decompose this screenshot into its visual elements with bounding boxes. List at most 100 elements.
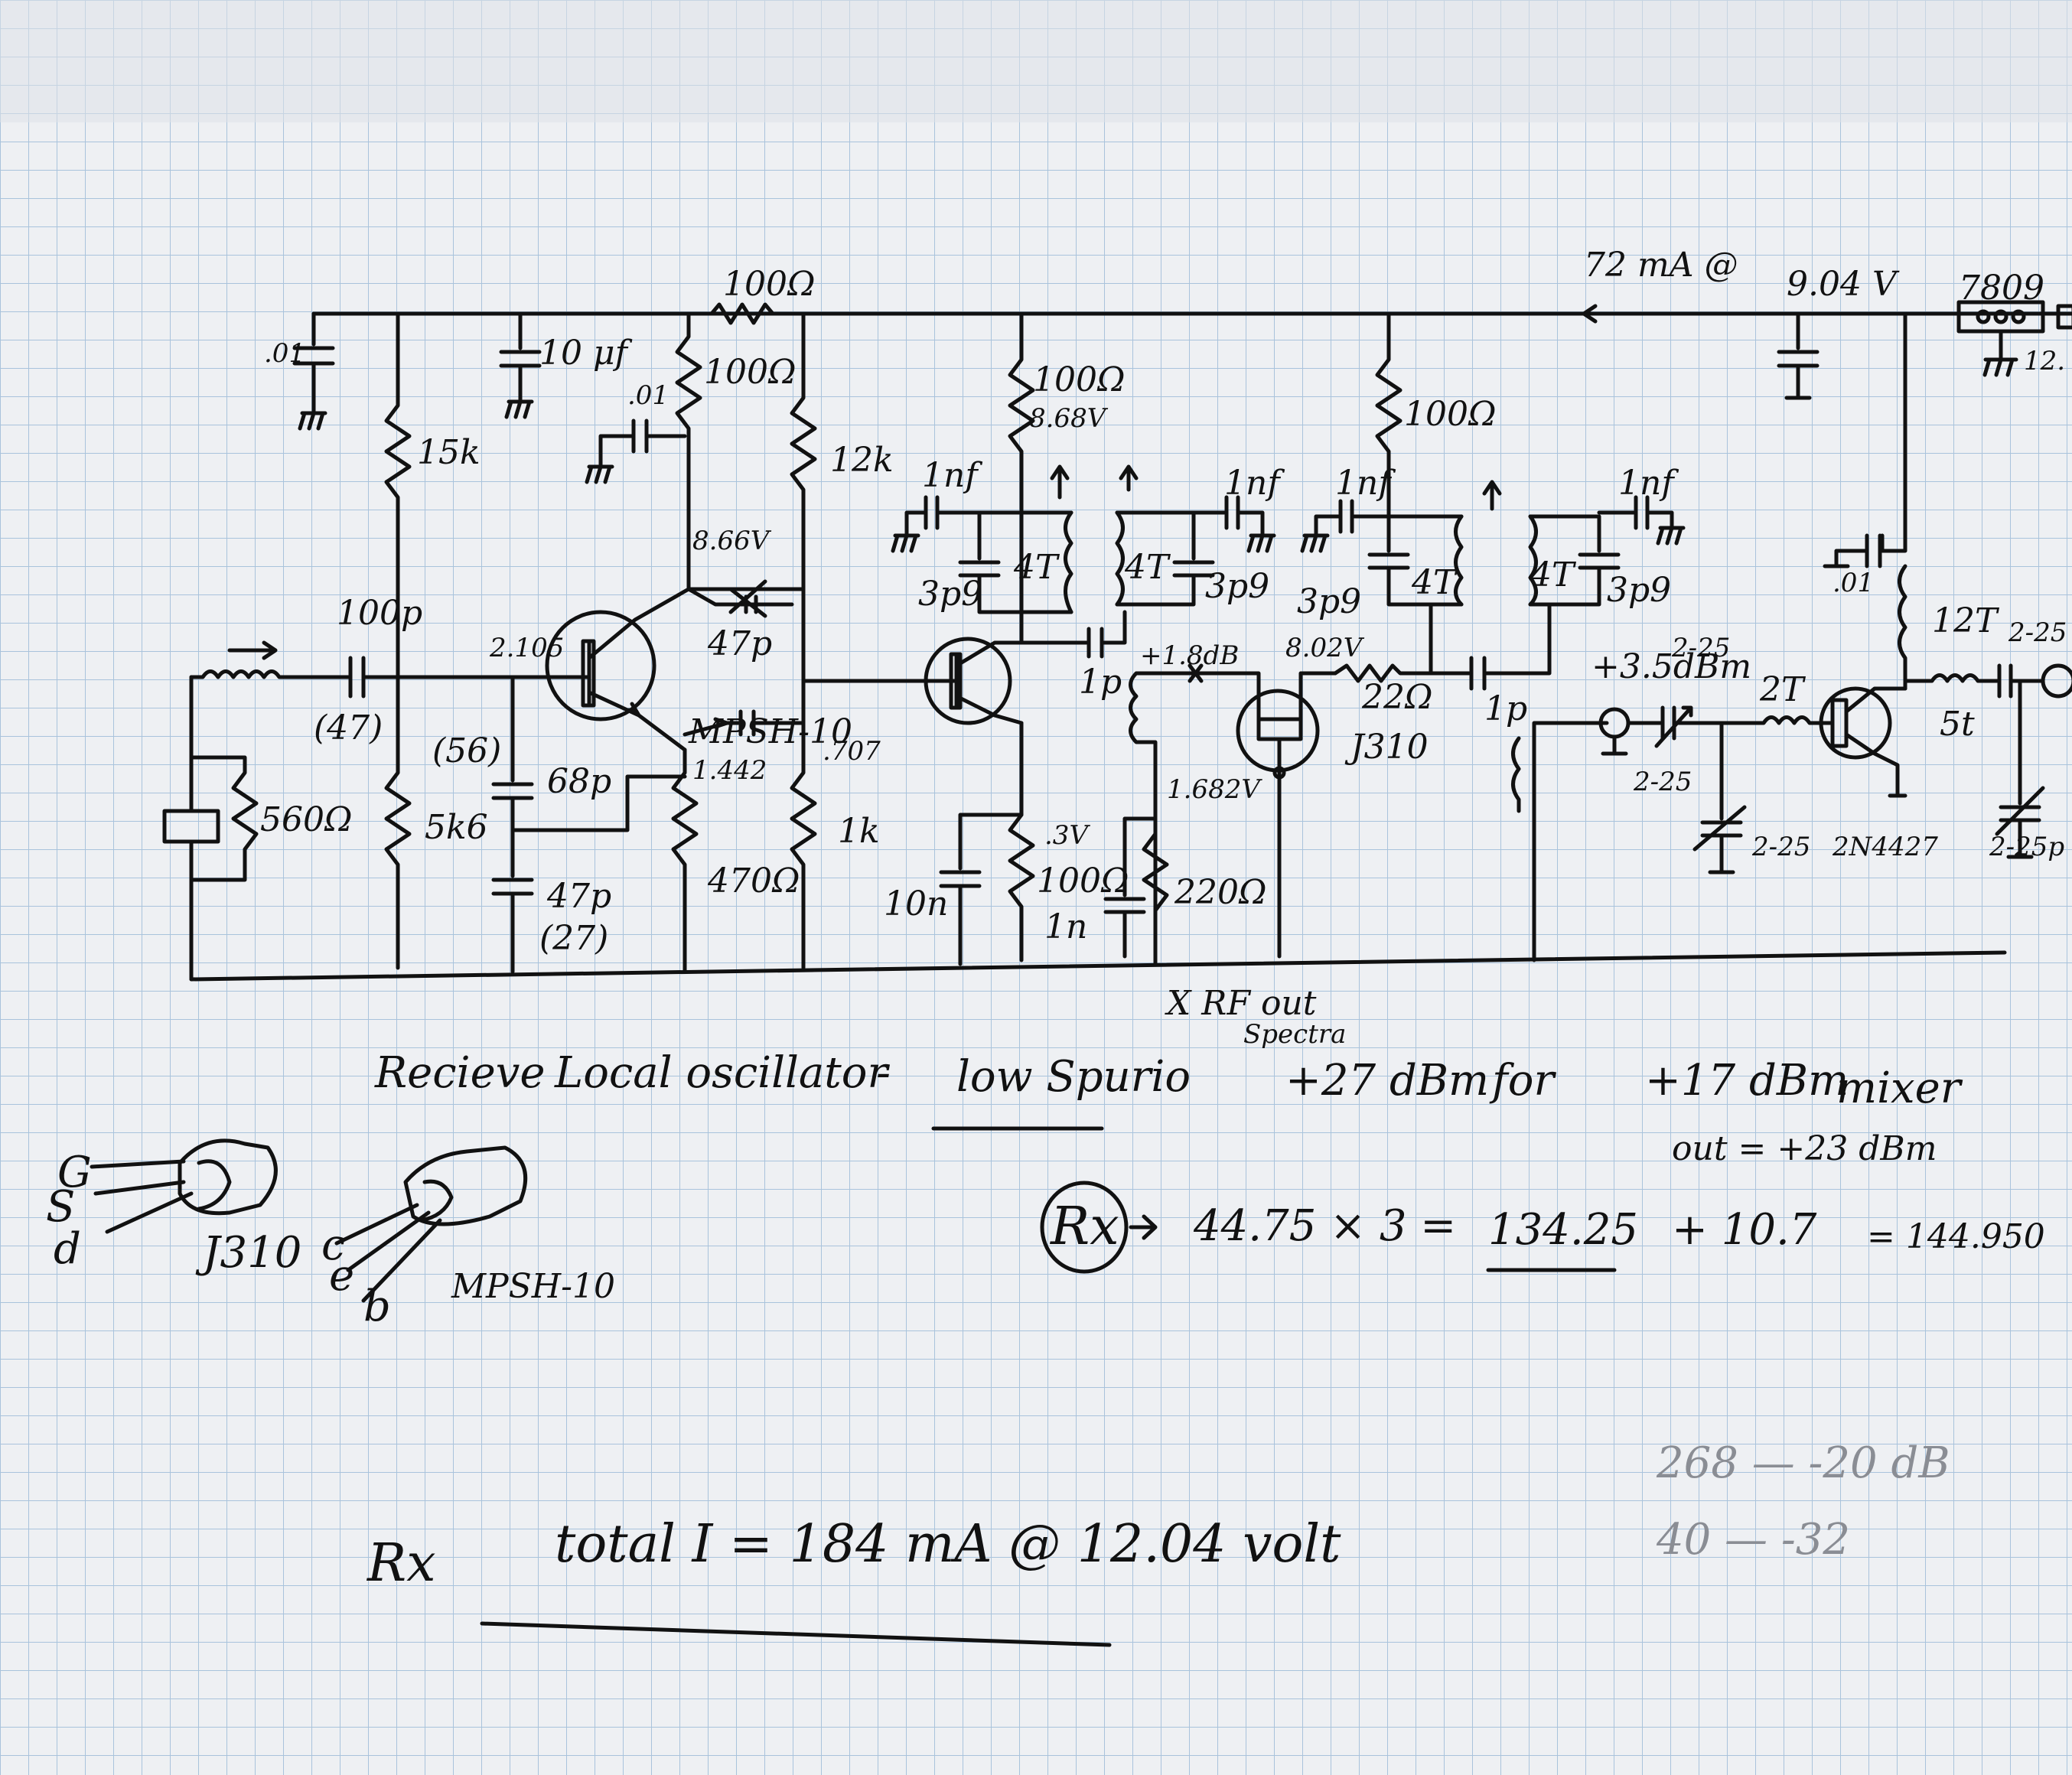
- label-coil-4t-a: 4T: [1014, 548, 1058, 587]
- page-top-edge: [0, 0, 2072, 122]
- label-r-100-feed: 100Ω: [723, 265, 816, 304]
- note-heading-6: for: [1492, 1056, 1555, 1106]
- pin-label-b: b: [363, 1282, 391, 1331]
- pin-label-d: d: [54, 1224, 81, 1274]
- schematic: [90, 300, 2072, 1647]
- buffer-transistor: [924, 510, 1073, 966]
- label-transistor-1: MPSH-10: [689, 712, 853, 751]
- label-cap-1n: 1n: [1044, 907, 1088, 946]
- note-heading-4: low Spurio: [956, 1052, 1191, 1102]
- note-rx-total-label: Rx: [367, 1533, 436, 1594]
- osc-transistor: [545, 587, 691, 752]
- label-regulator-input: 12.: [2024, 346, 2066, 376]
- tank-stage3: [1300, 480, 1502, 607]
- label-v-3v: .3V: [1044, 820, 1088, 851]
- label-v-emitter: 1.442: [692, 755, 767, 786]
- label-coil-4t-c: 4T: [1412, 563, 1456, 602]
- label-v-707: .707: [823, 736, 881, 767]
- label-cap-3p9-d: 3p9: [1607, 571, 1672, 610]
- coupling-cap-1p: [1069, 610, 1127, 659]
- label-cap-100p-alt: (47): [314, 708, 383, 747]
- label-cap-10uf: 10 μf: [539, 334, 627, 373]
- regulator-bypass: [1777, 311, 1820, 400]
- label-v-stage2: 8.68V: [1029, 403, 1106, 434]
- label-cap-001-c: .01: [1833, 568, 1875, 598]
- label-cap-47p-var: 47p: [708, 624, 773, 663]
- label-cap-1p-b: 1p: [1484, 689, 1528, 728]
- label-trim-225-c: 2-25: [2008, 617, 2067, 648]
- label-r-470: 470Ω: [708, 861, 800, 901]
- label-coil-12t: 12T: [1932, 601, 1998, 640]
- label-r-22: 22Ω: [1362, 678, 1433, 717]
- label-trim-225-b: 2-25: [1752, 832, 1811, 862]
- output-transistor: [1819, 686, 1907, 798]
- cap-001-mid: [585, 419, 687, 484]
- label-supply-voltage: 9.04 V: [1787, 265, 1897, 304]
- label-v-collector: 8.66V: [692, 526, 770, 556]
- pin-label-bjt-name: MPSH-10: [451, 1267, 616, 1306]
- label-dbm-marker: +3.5dBm: [1591, 647, 1752, 686]
- bypass-cap-left: [292, 311, 335, 431]
- label-cap-68p: 68p: [547, 762, 612, 801]
- label-coil-4t-d: 4T: [1530, 555, 1575, 594]
- label-cap-1p-a: 1p: [1079, 663, 1122, 702]
- pin-label-c: c: [321, 1220, 346, 1270]
- label-cap-47p: 47p: [547, 877, 612, 916]
- label-transistor-out: 2N4427: [1833, 832, 1938, 862]
- output-coupling-coil: [1511, 721, 1609, 962]
- label-spectra: Spectra: [1243, 1019, 1347, 1050]
- note-faint-1: 268 — -20 dB: [1657, 1438, 1950, 1488]
- bjt-pinout-sketch: [334, 1145, 528, 1303]
- label-regulator: 7809: [1959, 269, 2044, 308]
- label-trim-225-e: 2-25p: [1989, 832, 2065, 862]
- label-cap-1nf-c: 1nf: [1335, 464, 1391, 503]
- note-equation-1: 44.75 × 3 =: [1194, 1201, 1457, 1251]
- tank-stage3-secondary: [1528, 495, 1686, 607]
- label-cap-alt-56: (56): [432, 731, 502, 770]
- label-cap-3p9-b: 3p9: [1205, 567, 1270, 606]
- label-coil-4t-b: 4T: [1125, 548, 1169, 587]
- note-total-line: total I = 184 mA @ 12.04 volt: [555, 1514, 1341, 1575]
- tank-stage2-secondary: [1115, 464, 1276, 607]
- ground-rail: [189, 950, 2007, 982]
- label-cap-1nf-d: 1nf: [1618, 464, 1674, 503]
- output-choke: [1823, 311, 1907, 691]
- cap-100p: [334, 656, 553, 699]
- output-match: [1903, 663, 2072, 859]
- label-cap-3p9-a: 3p9: [918, 575, 983, 614]
- cap-10uf: [499, 311, 542, 419]
- crystal-and-560: [162, 675, 259, 982]
- note-rx-circle: Rx: [1051, 1197, 1119, 1257]
- label-trim-225-a: 2-25: [1634, 767, 1692, 797]
- note-heading-5: +27 dBm: [1285, 1056, 1490, 1106]
- tank-stage2: [891, 311, 1073, 614]
- rx-circle: [1040, 1181, 1129, 1274]
- note-heading-2: Local oscillator: [555, 1048, 888, 1098]
- underline-total: [480, 1621, 1112, 1647]
- output-network: [1598, 705, 1827, 874]
- label-cap-1nf-b: 1nf: [1224, 464, 1280, 503]
- label-coil-2t: 2T: [1760, 670, 1804, 709]
- label-cap-100p: 100p: [337, 594, 423, 633]
- label-r-100-top: 100Ω: [704, 353, 797, 392]
- stage3-supply: [1333, 311, 1552, 691]
- label-cap-001-b: .01: [627, 380, 669, 411]
- label-cap-1nf-a: 1nf: [922, 456, 978, 495]
- label-r-100-stage2: 100Ω: [1033, 360, 1126, 399]
- label-v-1682: 1.682V: [1167, 774, 1260, 805]
- label-r-15k: 15k: [417, 433, 481, 472]
- label-cap-47p-alt: (27): [539, 919, 609, 958]
- note-equation-4: = 144.950: [1867, 1217, 2045, 1256]
- label-coil-5t: 5t: [1940, 705, 1975, 744]
- label-v-802: 8.02V: [1285, 633, 1363, 663]
- label-jfet: J310: [1350, 728, 1429, 767]
- pin-label-jfet-name: J310: [203, 1228, 302, 1278]
- note-heading-7: +17 dBm: [1645, 1056, 1849, 1106]
- label-r-5k6: 5k6: [425, 808, 488, 847]
- collector-network: [675, 311, 806, 618]
- jfet-pinout-sketch: [90, 1138, 278, 1234]
- jfet-input: [1103, 663, 1261, 966]
- label-trim-225-d: 2-25: [1672, 633, 1731, 663]
- bias-divider: [384, 311, 412, 970]
